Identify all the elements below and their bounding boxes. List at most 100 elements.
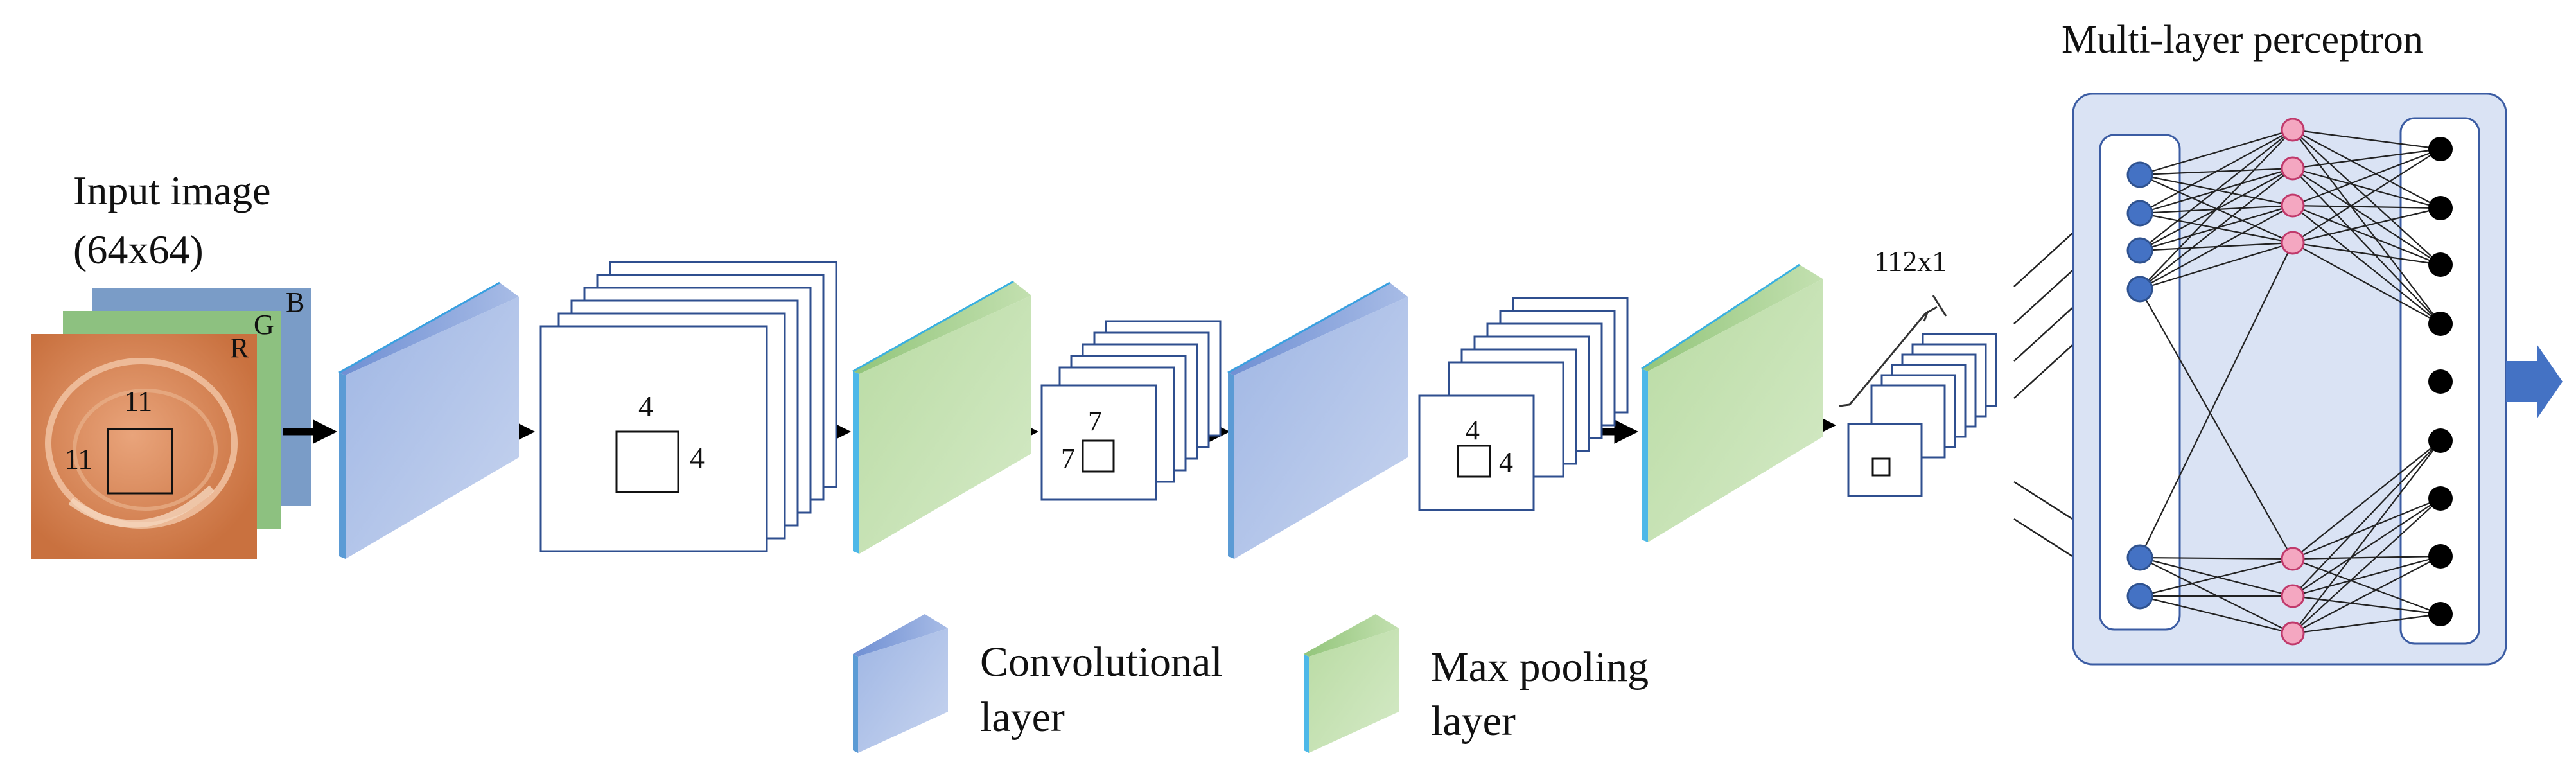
- mlp-output-node: [2428, 369, 2453, 394]
- mlp-edge: [2292, 128, 2441, 150]
- mlp-output-node: [2428, 312, 2453, 336]
- mlp-output-node: [2428, 486, 2453, 511]
- mlp-edge: [2292, 595, 2441, 615]
- fmap2-kernel-height: 7: [1061, 443, 1075, 474]
- mlp-edge: [2139, 556, 2293, 560]
- fmap3-kernel-box: [1457, 445, 1491, 478]
- mlp-edge: [2139, 129, 2293, 290]
- mlp-title: Multi-layer perceptron: [2062, 18, 2423, 62]
- legend-pool-swatch: [1304, 614, 1399, 753]
- feature-map-stack-1: [539, 261, 837, 552]
- mlp-edge: [2139, 242, 2293, 290]
- mlp-edge: [2292, 613, 2441, 635]
- mlp-edge: [2292, 129, 2441, 265]
- input-kernel-height: 11: [64, 443, 92, 475]
- mlp-edge: [2292, 167, 2441, 209]
- mlp-edge: [2292, 148, 2441, 243]
- mlp-edge: [2292, 148, 2441, 207]
- mlp-edge: [2292, 440, 2441, 634]
- input-channel-r-label: R: [230, 332, 249, 364]
- input-kernel-width: 11: [124, 385, 152, 418]
- pool-layer-1: [852, 280, 1031, 554]
- fmap1-kernel-width: 4: [638, 390, 653, 423]
- mlp-input-node: [2126, 200, 2153, 227]
- feature-map-stack-3: [1418, 297, 1629, 511]
- mlp-edge: [2292, 129, 2441, 209]
- mlp-edge: [2292, 498, 2441, 634]
- mlp-hidden-node: [2281, 584, 2305, 608]
- mlp-edge: [2292, 168, 2441, 324]
- mlp-edge: [2139, 129, 2293, 214]
- mlp-edge: [2292, 555, 2441, 597]
- legend-conv-swatch: [853, 614, 948, 753]
- mlp-input-node: [2126, 583, 2153, 610]
- mlp-edge: [2292, 205, 2441, 324]
- mlp-output-node: [2428, 544, 2453, 569]
- mlp-hidden-node: [2281, 621, 2305, 646]
- mlp-edge: [2292, 148, 2441, 170]
- mlp-input-column: [2099, 134, 2181, 631]
- arrow-1: [283, 419, 338, 444]
- mlp-output-node: [2428, 602, 2453, 626]
- flatten-stack: [1847, 333, 1997, 497]
- input-channel-b-label: B: [286, 287, 304, 318]
- mlp-edge: [2292, 498, 2441, 597]
- mlp-input-node: [2126, 544, 2153, 571]
- mlp-hidden-node: [2281, 118, 2305, 142]
- mlp-edge: [2292, 558, 2441, 615]
- fmap3-kernel-height: 4: [1499, 446, 1513, 478]
- mlp-output-node: [2428, 252, 2453, 277]
- mlp-output-node: [2428, 196, 2453, 220]
- mlp-edge: [2292, 204, 2441, 209]
- mlp-hidden-node: [2281, 231, 2305, 255]
- mlp-input-node: [2126, 237, 2153, 264]
- mlp-input-node: [2126, 276, 2153, 303]
- input-kernel-box: [107, 428, 173, 495]
- mlp-hidden-node: [2281, 193, 2305, 218]
- mlp-edge: [2139, 129, 2293, 251]
- legend-pool-label-line2: layer: [1431, 698, 1516, 745]
- mlp-edge: [2139, 595, 2293, 635]
- mlp-edge: [2292, 497, 2441, 560]
- input-channel-r: [31, 334, 257, 559]
- mlp-hidden-node: [2281, 156, 2305, 181]
- mlp-edge: [2139, 128, 2293, 176]
- input-title: Input image: [73, 168, 270, 213]
- mlp-output-node: [2428, 137, 2453, 161]
- mlp-edge: [2292, 440, 2441, 597]
- flatten-kernel-box: [1871, 457, 1891, 477]
- mlp-edge: [2139, 242, 2293, 558]
- mlp-input-node: [2126, 161, 2153, 188]
- fmap1-kernel-box: [615, 430, 679, 493]
- flatten-label: 112x1: [1874, 245, 1947, 278]
- mlp-edge: [2292, 207, 2441, 244]
- flatten-brace: [1839, 306, 1938, 407]
- mlp-edge: [2139, 558, 2293, 597]
- input-size: (64x64): [73, 227, 204, 272]
- mlp-edge: [2139, 205, 2293, 290]
- mlp-output-node: [2428, 428, 2453, 453]
- mlp-edge: [2292, 242, 2441, 324]
- legend-conv-label-line1: Convolutional: [980, 639, 1223, 685]
- legend-pool-label-line1: Max pooling: [1431, 644, 1649, 691]
- mlp-edge: [2139, 288, 2293, 560]
- mlp-edge: [2292, 556, 2441, 634]
- mlp-edge: [2139, 168, 2293, 290]
- pool-layer-2: [1641, 263, 1823, 542]
- mlp-nodes: [2126, 118, 2453, 646]
- mlp-edge: [2292, 129, 2441, 324]
- feature-map-stack-2: [1040, 320, 1222, 501]
- mlp-hidden-node: [2281, 547, 2305, 571]
- mlp-edges: [2139, 128, 2441, 635]
- input-channel-g-label: G: [254, 309, 274, 340]
- fmap2-kernel-width: 7: [1088, 405, 1102, 437]
- mlp-edge: [2292, 204, 2441, 266]
- mlp-edge: [2292, 242, 2441, 266]
- mlp-edge: [2292, 555, 2441, 560]
- fmap2-kernel-box: [1082, 439, 1115, 473]
- conv-layer-2: [1227, 281, 1408, 559]
- mlp-edge: [2292, 440, 2441, 560]
- conv-layer-1: [338, 281, 519, 559]
- legend-conv-label-line2: layer: [980, 694, 1065, 741]
